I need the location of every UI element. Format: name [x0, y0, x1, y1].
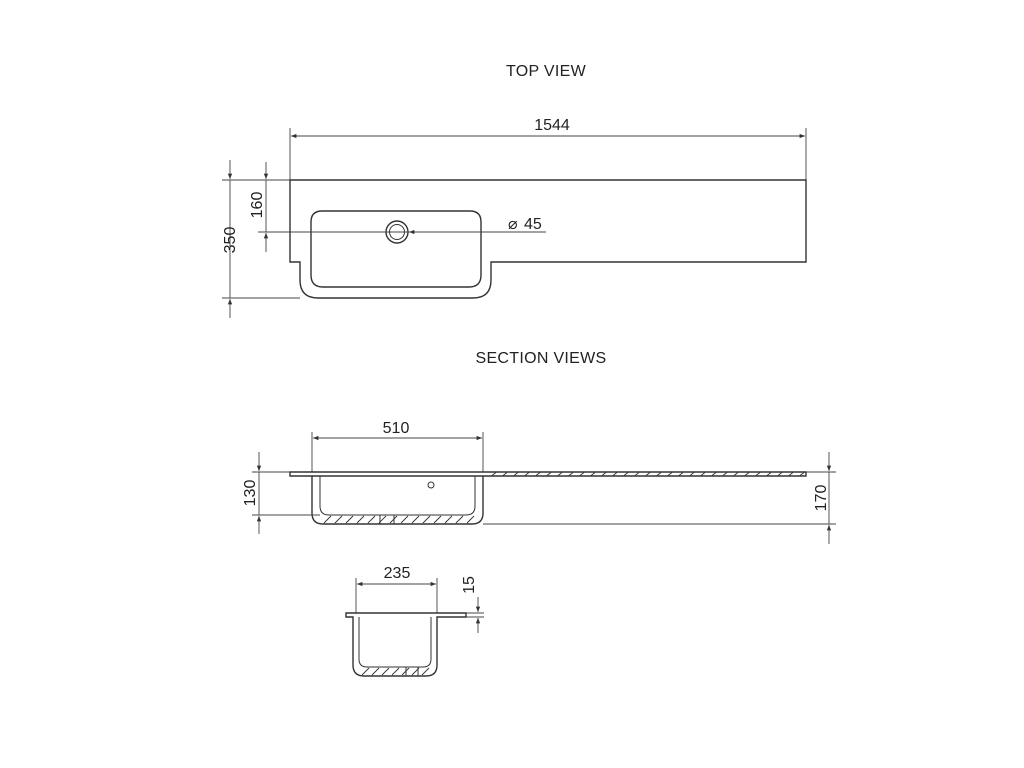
- hatch-line: [656, 472, 662, 476]
- countertop-hatching: [491, 472, 805, 476]
- hatch-line: [689, 472, 695, 476]
- hatch-line: [524, 472, 530, 476]
- hatch-line: [422, 515, 431, 524]
- hatch-line: [421, 667, 430, 676]
- hatch-line: [491, 472, 497, 476]
- hatch-line: [334, 515, 343, 524]
- dim-top-length: 1544: [289, 117, 807, 180]
- dim-hole-diameter: ⌀ 45: [409, 216, 542, 235]
- hatch-line: [455, 515, 464, 524]
- hatch-line: [744, 472, 750, 476]
- dim-side-bowl-width: 235: [355, 565, 438, 613]
- short-section: [345, 612, 467, 677]
- dim-section-bowl-height: 130: [242, 452, 320, 534]
- dim-label-170: 170: [813, 485, 830, 512]
- hatch-line: [391, 667, 400, 676]
- dim-section-bowl-width: 510: [311, 420, 484, 472]
- hatch-line: [733, 472, 739, 476]
- hatch-line: [401, 667, 410, 676]
- hatch-line: [513, 472, 519, 476]
- hatch-line: [777, 472, 783, 476]
- bowl-hatching: [323, 515, 475, 524]
- dim-top-depth: 350: [222, 160, 300, 318]
- hatch-line: [389, 515, 398, 524]
- hatch-line: [546, 472, 552, 476]
- hatch-line: [722, 472, 728, 476]
- hatch-line: [590, 472, 596, 476]
- dim-top-hole-offset: 160: [249, 162, 546, 252]
- dim-label-510: 510: [383, 420, 410, 437]
- hatch-line: [612, 472, 618, 476]
- hatch-line: [700, 472, 706, 476]
- hatch-line: [502, 472, 508, 476]
- diameter-symbol: ⌀: [508, 216, 518, 233]
- hatch-line: [557, 472, 563, 476]
- hatch-line: [711, 472, 717, 476]
- hatch-line: [381, 667, 390, 676]
- section-views-title: SECTION VIEWS: [475, 350, 606, 367]
- hatch-line: [568, 472, 574, 476]
- hatch-line: [378, 515, 387, 524]
- hatch-line: [371, 667, 380, 676]
- hatch-line: [466, 515, 475, 524]
- dim-label-350: 350: [222, 227, 239, 254]
- hatch-line: [766, 472, 772, 476]
- hatch-line: [361, 667, 370, 676]
- hatch-line: [678, 472, 684, 476]
- dim-section-total-height: 170: [483, 452, 836, 544]
- top-view-title: TOP VIEW: [506, 63, 587, 80]
- dim-label-45: 45: [524, 216, 542, 233]
- hatch-line: [411, 667, 420, 676]
- dim-side-top-thickness: 15: [461, 576, 484, 633]
- hatch-line: [799, 472, 805, 476]
- hatch-line: [535, 472, 541, 476]
- hatch-line: [345, 515, 354, 524]
- side-hatching: [361, 667, 430, 676]
- hatch-line: [601, 472, 607, 476]
- hatch-line: [579, 472, 585, 476]
- hatch-line: [788, 472, 794, 476]
- hatch-line: [411, 515, 420, 524]
- top-view-outline: [289, 179, 807, 299]
- hatch-line: [367, 515, 376, 524]
- dim-label-130: 130: [242, 480, 259, 507]
- hatch-line: [634, 472, 640, 476]
- dim-label-15: 15: [461, 576, 478, 594]
- hatch-line: [667, 472, 673, 476]
- dim-label-160: 160: [249, 192, 266, 219]
- hatch-line: [755, 472, 761, 476]
- hatch-line: [356, 515, 365, 524]
- hatch-line: [645, 472, 651, 476]
- hatch-line: [323, 515, 332, 524]
- hatch-line: [623, 472, 629, 476]
- hatch-line: [444, 515, 453, 524]
- long-section: [289, 471, 807, 525]
- dim-label-235: 235: [384, 565, 411, 582]
- hatch-line: [400, 515, 409, 524]
- hatch-line: [433, 515, 442, 524]
- dim-label-1544: 1544: [534, 117, 570, 134]
